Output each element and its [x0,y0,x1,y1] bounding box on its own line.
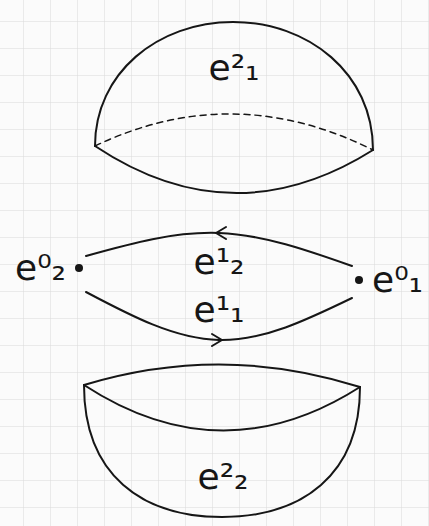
cell-label: e²₁ [93,50,375,86]
orientation-arrow [216,227,226,239]
edge-label: e¹₁ [193,292,244,328]
vertex-dot [354,275,364,285]
hidden-rim [95,114,373,150]
cell-label: e²₂ [82,459,364,495]
vertex-label: e⁰₁ [372,262,423,298]
front-rim [95,146,373,193]
hemisphere-cell: e²₂ [82,355,364,523]
hemisphere-cell: e²₁ [93,18,375,196]
vertex-dot-fill [355,276,363,284]
cell-edge [86,292,352,346]
bowl-line [84,385,360,517]
edge-arc [86,292,352,340]
vertex-point: e⁰₂ [15,250,84,286]
front-rim [84,385,360,431]
hemisphere-outline [82,355,364,523]
vertex-point: e⁰₁ [354,262,423,298]
vertex-dot-fill [75,264,83,272]
orientation-arrow [212,334,222,346]
vertex-dot [74,263,84,273]
vertex-label: e⁰₂ [15,250,66,286]
edge-label: e¹₂ [193,244,244,280]
back-rim [84,364,360,387]
dome-line [95,22,373,150]
hemisphere-outline [93,18,375,196]
